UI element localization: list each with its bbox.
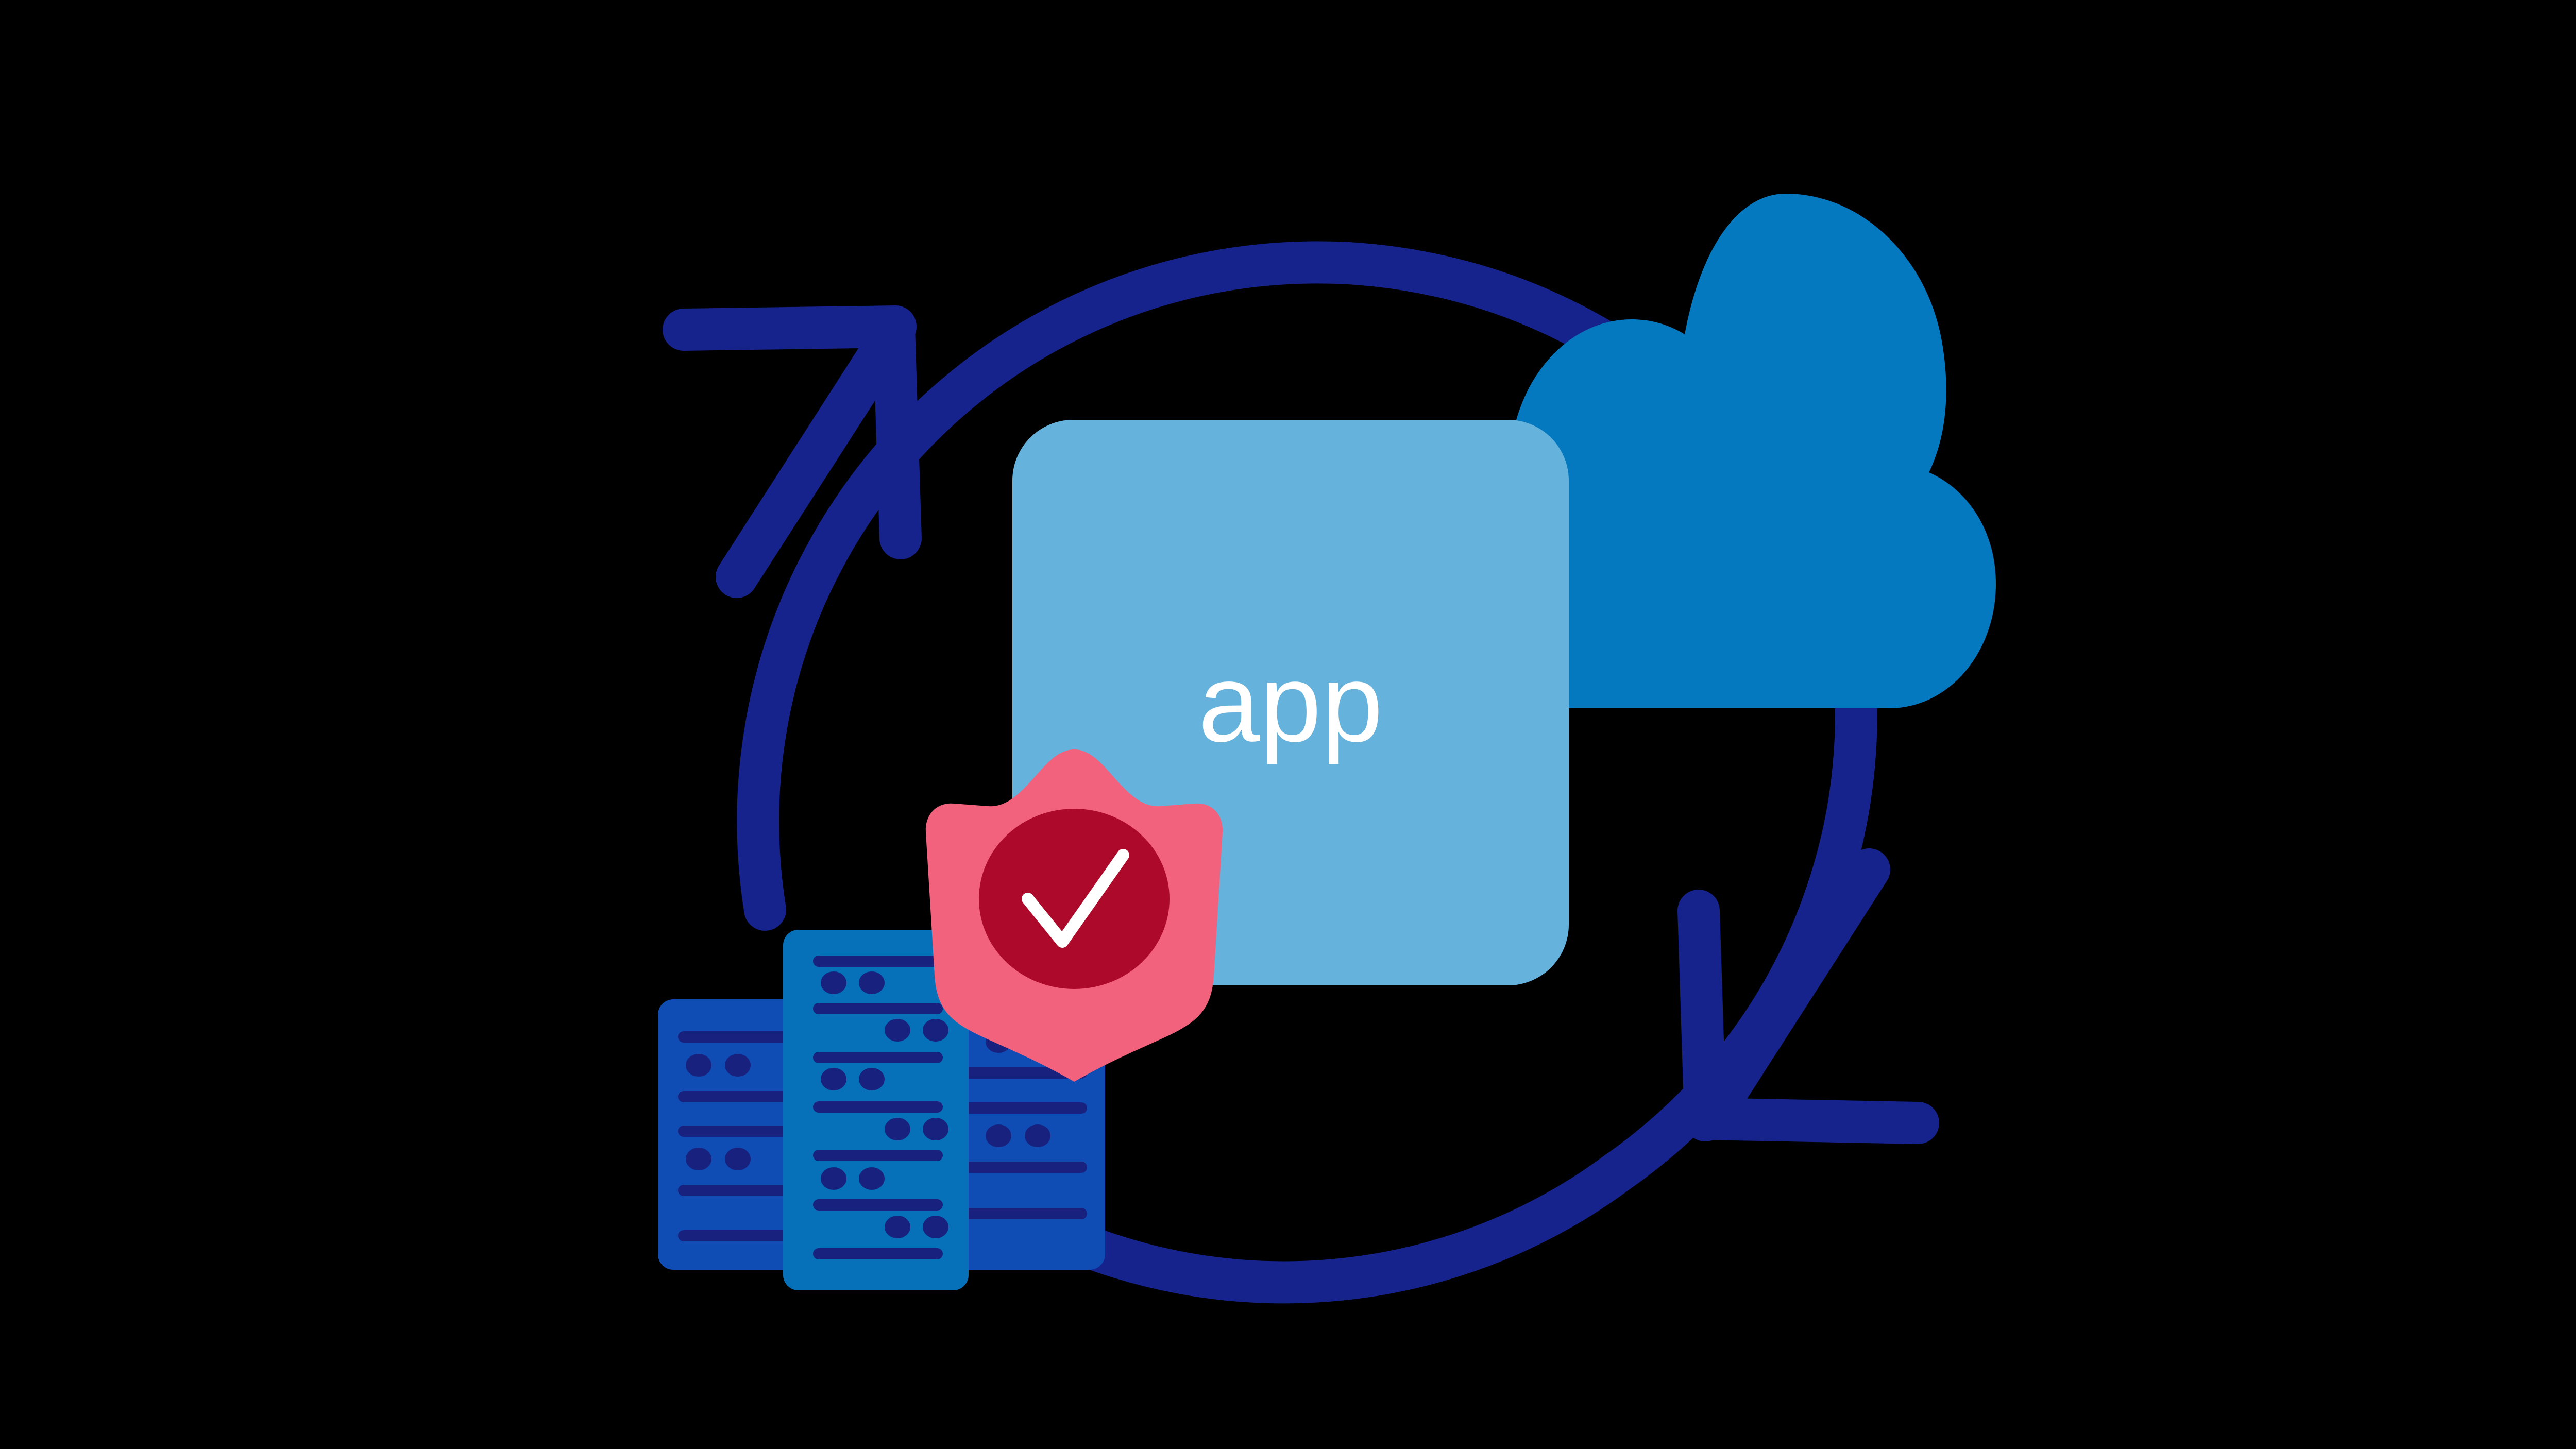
arrow-head-top-left-diagonal [716, 313, 914, 598]
arrow-head-bottom-right-diagonal [1692, 848, 1890, 1134]
cloud-shape [1449, 194, 1996, 708]
arrow-head-top-left-horizontal [663, 305, 917, 351]
arrow-head-bottom-right-horizontal [1684, 1098, 1939, 1144]
app-tile-label: app [1198, 641, 1383, 765]
cloud [1449, 194, 1996, 708]
sync-arc-top [737, 241, 1768, 931]
server-rack-middle-details [813, 956, 948, 1259]
check-icon [1022, 849, 1129, 948]
shield-check-badge [979, 809, 1170, 989]
server-rack-middle[interactable] [783, 930, 969, 1290]
arrow-head-bottom-right-vertical [1677, 890, 1726, 1141]
security-shield[interactable] [925, 749, 1223, 1082]
